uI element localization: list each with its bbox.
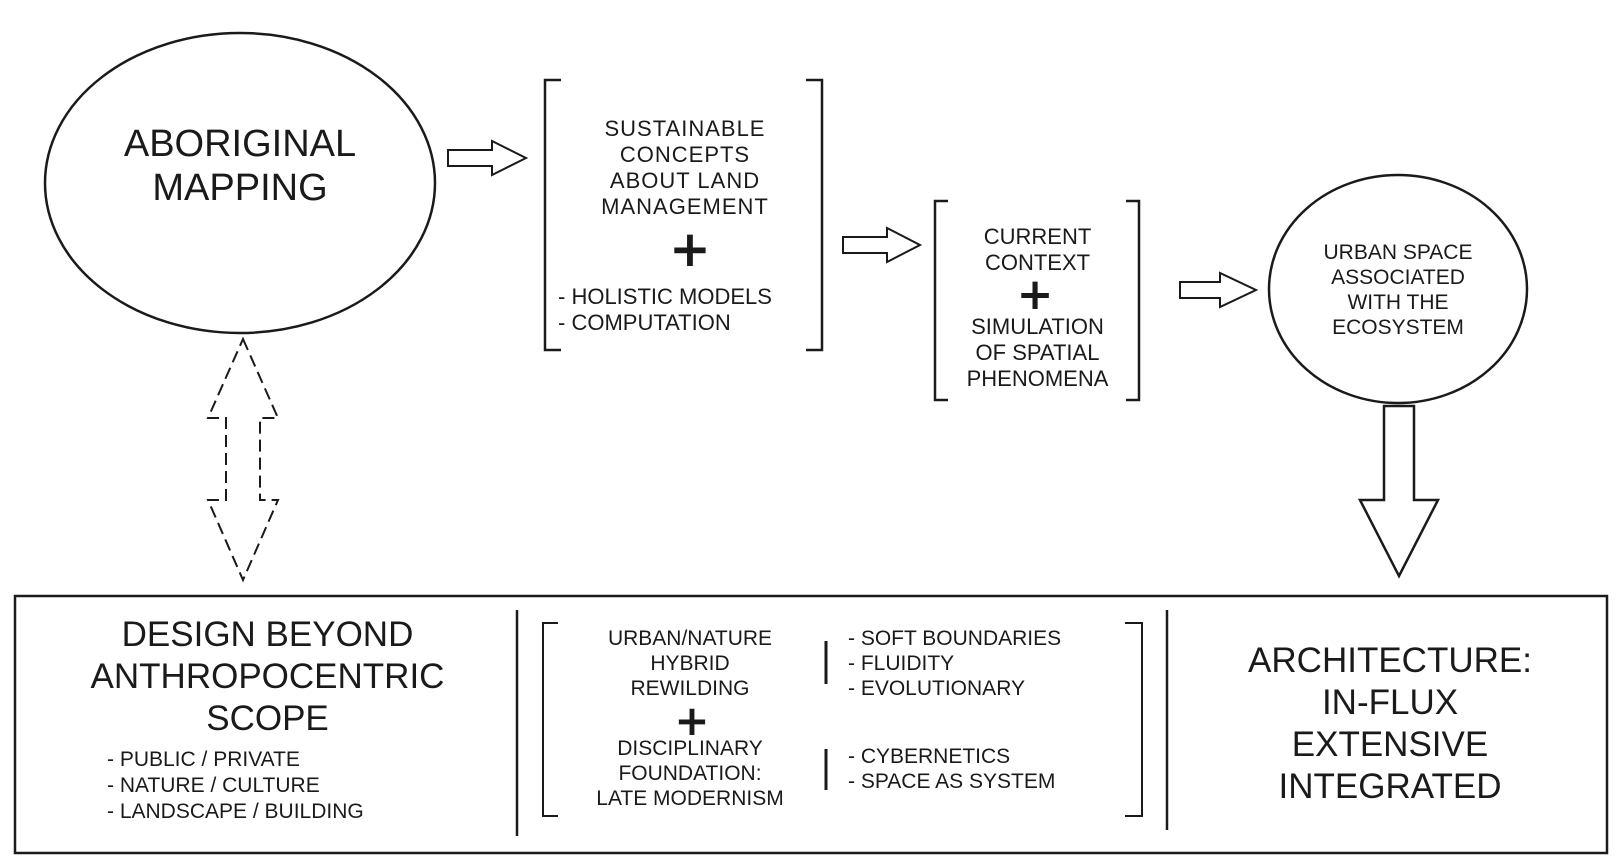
context-line: CURRENT [983,224,1092,249]
concepts-line: SUSTAINABLE [604,116,766,141]
bottom-panel-frame [13,594,1609,855]
foundation-line: LATE MODERNISM [596,787,784,810]
design-item: - LANDSCAPE / BUILDING [107,800,364,823]
cyber-item: - SPACE AS SYSTEM [848,770,1056,793]
soft-item: - EVOLUTIONARY [848,677,1025,700]
cyber-item: - CYBERNETICS [848,745,1011,768]
context-line: OF SPATIAL [975,340,1100,365]
hybrid-line: HYBRID [650,652,730,675]
design-title-line: DESIGN BEYOND [121,615,414,654]
urban-line: ASSOCIATED [1331,266,1465,289]
design-title-line: SCOPE [206,699,329,738]
aboriginal-mapping-circle [43,31,437,335]
concepts-line: CONCEPTS [619,142,751,167]
context-line: SIMULATION [971,314,1104,339]
architecture-line: INTEGRATED [1278,767,1502,806]
design-beyond-items: - PUBLIC / PRIVATE - NATURE / CULTURE - … [107,747,467,825]
foundation-line: FOUNDATION: [618,762,762,785]
soft-boundaries-list: - SOFT BOUNDARIES - FLUIDITY - EVOLUTION… [848,626,1128,701]
design-item: - PUBLIC / PRIVATE [107,748,300,771]
design-beyond-title: DESIGN BEYOND ANTHROPOCENTRIC SCOPE [30,614,505,740]
urban-line: URBAN SPACE [1323,241,1473,264]
hybrid-label: URBAN/NATURE HYBRID REWILDING [560,626,820,701]
circle-main-line: MAPPING [152,167,328,209]
hybrid-line: URBAN/NATURE [607,627,773,650]
design-title-line: ANTHROPOCENTRIC [90,657,445,696]
arrow-right-2 [842,226,923,264]
aboriginal-mapping-label: ABORIGINAL MAPPING [60,122,420,210]
architecture-line: ARCHITECTURE: [1248,641,1532,680]
hybrid-line: REWILDING [630,677,750,700]
urban-line: WITH THE [1347,291,1449,314]
context-line: CONTEXT [984,250,1091,275]
architecture-label: ARCHITECTURE: IN-FLUX EXTENSIVE INTEGRAT… [1180,640,1600,808]
arrow-down-large [1357,404,1441,579]
context-bottom-label: SIMULATION OF SPATIAL PHENOMENA [945,314,1130,392]
soft-item: - SOFT BOUNDARIES [848,627,1062,650]
concepts-label: SUSTAINABLE CONCEPTS ABOUT LAND MANAGEME… [565,116,805,220]
dashed-double-arrow [206,336,280,583]
architecture-line: IN-FLUX [1321,683,1459,722]
concepts-bracket-box [543,78,824,352]
bottom-middle-bracket-box [542,622,1143,817]
middle-plus: + [674,696,710,745]
urban-line: ECOSYSTEM [1332,316,1464,339]
context-line: PHENOMENA [966,366,1109,391]
circle-main-line: ABORIGINAL [123,123,357,165]
urban-space-label: URBAN SPACE ASSOCIATED WITH THE ECOSYSTE… [1288,240,1508,340]
arrow-right-1 [447,139,529,177]
arrow-right-3 [1179,271,1259,309]
concepts-item: - HOLISTIC MODELS [558,284,772,309]
context-plus: + [1016,269,1054,320]
concepts-items: - HOLISTIC MODELS - COMPUTATION [558,284,818,336]
concepts-line: MANAGEMENT [601,194,769,219]
foundation-label: DISCIPLINARY FOUNDATION: LATE MODERNISM [560,736,820,811]
context-top-label: CURRENT CONTEXT [945,224,1130,276]
design-item: - NATURE / CULTURE [107,774,320,797]
concepts-line: ABOUT LAND [609,168,761,193]
urban-space-circle [1267,173,1529,405]
soft-item: - FLUIDITY [848,652,955,675]
cybernetics-list: - CYBERNETICS - SPACE AS SYSTEM [848,744,1128,794]
concepts-item: - COMPUTATION [558,310,731,335]
foundation-line: DISCIPLINARY [617,737,763,760]
context-bracket-box [933,199,1141,402]
architecture-line: EXTENSIVE [1291,725,1489,764]
concepts-plus: + [669,220,711,278]
